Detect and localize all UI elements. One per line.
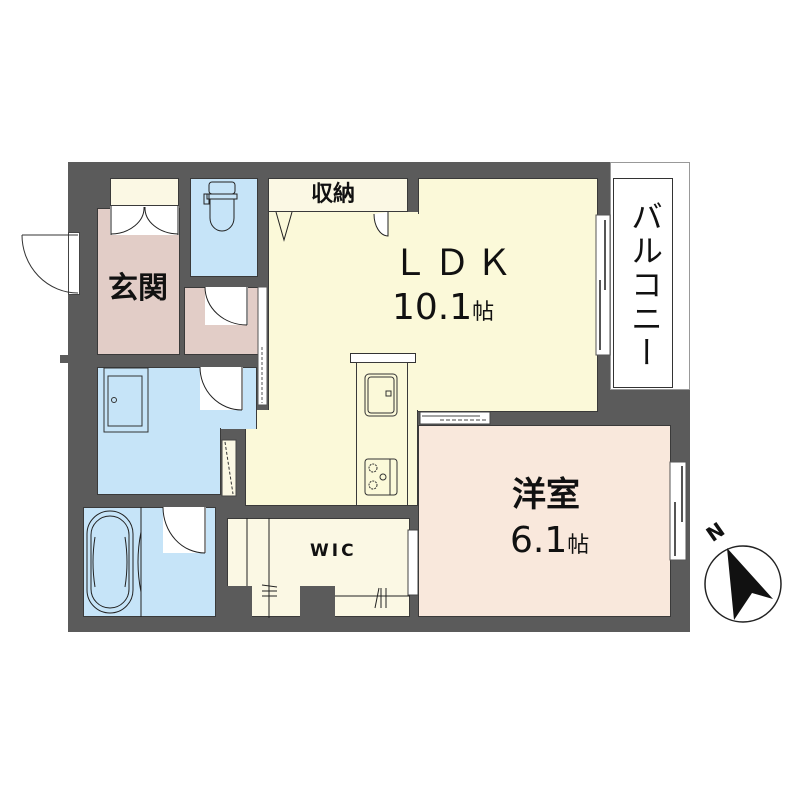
toilet-door-icon[interactable] <box>204 286 250 327</box>
yoshitsu-room <box>418 425 671 617</box>
ldk-upper-right <box>418 178 598 214</box>
washroom-lower <box>97 428 221 495</box>
ldk-room <box>268 212 598 412</box>
yoshitsu-label: 洋室 <box>512 475 580 515</box>
ldk-window-icon <box>595 214 611 356</box>
sliding-door-icon[interactable] <box>419 411 491 425</box>
yoshitsu-size: 6.1帖 <box>510 523 589 559</box>
stove-icon <box>364 458 398 496</box>
washroom-closet-door[interactable] <box>221 439 237 497</box>
entrance-door-frame <box>68 232 80 295</box>
ldk-size: 10.1帖 <box>392 290 494 326</box>
shoe-closet-doors-icon <box>110 206 179 235</box>
wall-jog <box>60 355 70 363</box>
storage-label: 収納 <box>311 182 356 207</box>
entrance-door-icon[interactable] <box>20 233 80 295</box>
ldk-label: ＬＤＫ <box>392 243 519 284</box>
yoshitsu-window-icon <box>669 461 687 561</box>
shoe-closet <box>110 178 179 206</box>
washbasin-icon <box>103 367 149 433</box>
washroom-door-icon[interactable] <box>199 366 245 412</box>
storage-door-icons[interactable] <box>270 211 390 247</box>
yoshitsu-size-value: 6.1 <box>510 520 568 561</box>
wic-shelving-lines <box>246 518 410 618</box>
ldk-size-unit: 帖 <box>472 300 495 325</box>
balcony-area <box>613 178 673 388</box>
wic-wall-middle <box>300 586 335 618</box>
genkan-label: 玄関 <box>108 271 168 306</box>
bathroom-door-icon[interactable] <box>162 506 208 555</box>
wic-wall-left <box>226 586 252 618</box>
bathtub-icon <box>86 507 142 617</box>
wic-label: WIC <box>310 541 357 561</box>
balcony-label: バルコニー <box>626 200 664 370</box>
hall-sliding-door[interactable] <box>257 286 268 406</box>
compass-icon <box>704 545 782 623</box>
ldk-size-value: 10.1 <box>392 287 473 328</box>
storage-closet <box>268 178 408 212</box>
toilet-icon <box>203 181 238 232</box>
sink-icon <box>364 373 398 417</box>
compass-north-label: N <box>701 517 730 547</box>
yoshitsu-size-unit: 帖 <box>567 533 590 558</box>
